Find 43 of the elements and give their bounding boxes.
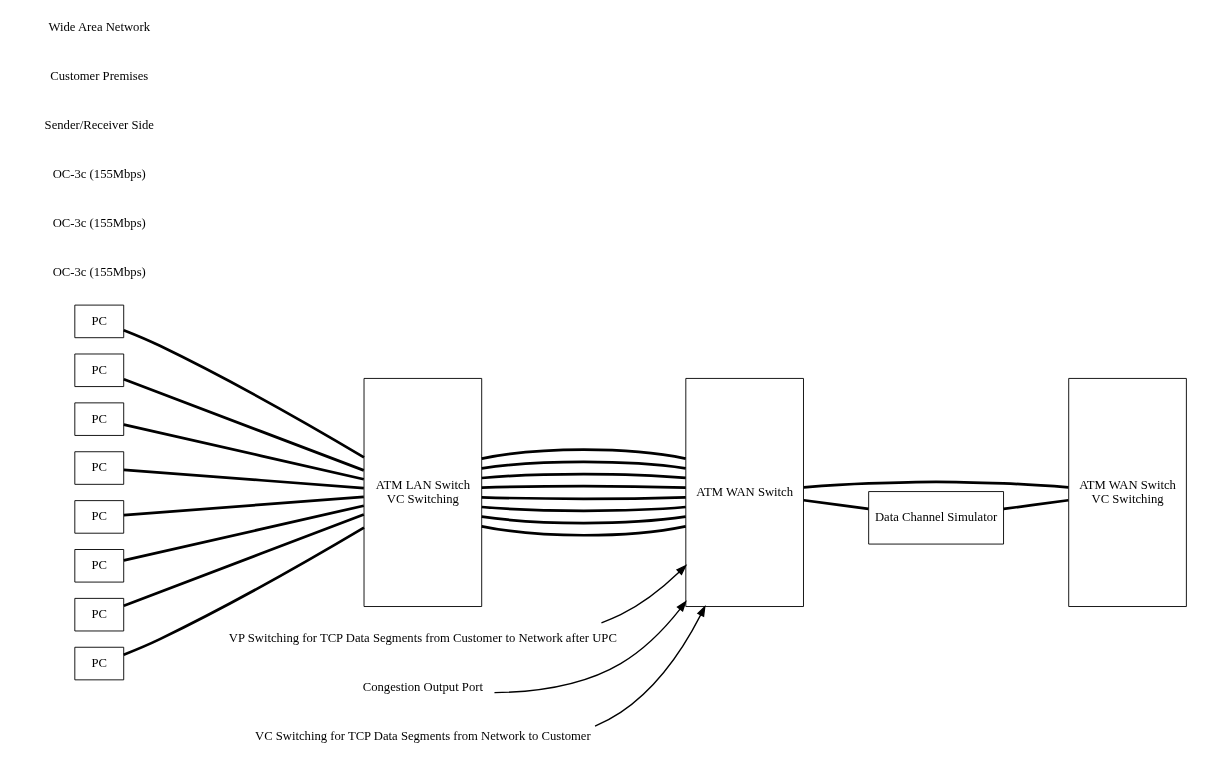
node-box: PC <box>73 597 124 632</box>
node-box: ATM WAN Switch <box>684 377 804 607</box>
connector <box>123 468 364 490</box>
node-text: VP Switching for TCP Data Segments from Customer to Network after UPC <box>228 631 617 646</box>
connector <box>481 495 686 500</box>
connector <box>803 480 1069 489</box>
connector <box>481 460 686 470</box>
connector <box>480 448 686 460</box>
label: OC-3c (155Mbps) <box>52 167 146 182</box>
label: OC-3c (155Mbps) <box>52 215 146 230</box>
connector <box>1002 498 1069 511</box>
connector <box>123 504 364 562</box>
connector <box>122 513 364 607</box>
label: Wide Area Network <box>48 20 150 35</box>
connector <box>122 329 365 459</box>
node-box: ATM WAN Switch VC Switching <box>1067 377 1187 607</box>
connector <box>123 495 364 517</box>
label: Sender/Receiver Side <box>44 118 154 133</box>
arrow <box>600 564 687 624</box>
node-box: PC <box>73 304 124 339</box>
node-box: PC <box>73 646 124 681</box>
node-box: PC <box>73 402 124 436</box>
connector <box>481 515 686 525</box>
connector <box>481 485 686 489</box>
connector <box>803 498 869 511</box>
connector <box>123 423 364 481</box>
arrow <box>593 604 706 727</box>
connector <box>480 524 686 537</box>
connector <box>481 505 686 513</box>
connector <box>122 378 364 472</box>
connector <box>122 526 365 656</box>
connector <box>481 472 686 480</box>
node-box: PC <box>73 549 124 583</box>
node-text: VC Switching for TCP Data Segments from Network to Customer <box>254 729 591 744</box>
node-box: PC <box>73 500 124 534</box>
node-box: PC <box>73 451 124 485</box>
node-text: Congestion Output Port <box>362 680 483 695</box>
arrow <box>493 600 687 694</box>
label: Customer Premises <box>49 69 148 84</box>
node-box: PC <box>73 353 124 388</box>
label: OC-3c (155Mbps) <box>52 264 146 279</box>
node-box: ATM LAN Switch VC Switching <box>363 377 482 607</box>
node-box: Data Channel Simulator <box>867 491 1004 545</box>
